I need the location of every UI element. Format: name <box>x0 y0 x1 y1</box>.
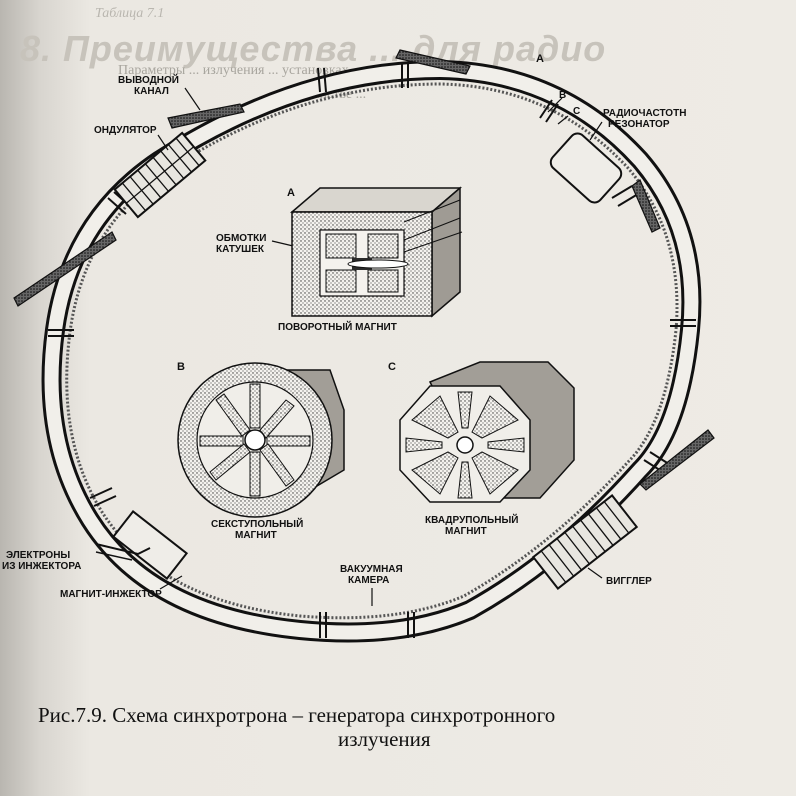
output-channel-label-2: КАНАЛ <box>134 86 169 97</box>
wiggler-label: ВИГГЛЕР <box>606 576 652 587</box>
rf-resonator <box>549 132 623 204</box>
point-b-label: B <box>559 90 566 101</box>
bending-magnet-inset <box>289 186 463 318</box>
sextupole-magnet-inset <box>177 362 345 518</box>
injector-magnet <box>95 510 189 580</box>
sextupole-label-2: МАГНИТ <box>235 530 277 541</box>
injector-magnet-label: МАГНИТ-ИНЖЕКТОР <box>60 589 162 600</box>
inset-a-label: A <box>287 187 295 199</box>
point-a-label: A <box>536 53 544 65</box>
rf-resonator-label: РАДИОЧАСТОТН <box>603 108 686 119</box>
quadrupole-label-2: МАГНИТ <box>445 526 487 537</box>
electrons-label-2: ИЗ ИНЖЕКТОРА <box>2 561 81 572</box>
beamlines <box>13 49 715 491</box>
inset-c-label: C <box>388 361 396 373</box>
output-channel-label: ВЫВОДНОЙ <box>118 73 179 86</box>
rf-resonator-label-2: РЕЗОНАТОР <box>608 119 670 130</box>
inset-b-label: B <box>177 361 185 373</box>
undulator-label: ОНДУЛЯТОР <box>94 125 157 136</box>
diagram-labels: ВЫВОДНОЙ КАНАЛ ОНДУЛЯТОР A B C РАДИОЧАСТ… <box>2 53 686 600</box>
background-table-header: Таблица 7.1 <box>95 6 165 21</box>
caption-line-2: излучения <box>338 727 431 751</box>
background-text-line: Параметры ... излучения ... установках <box>118 63 349 78</box>
vacuum-chamber-label: ВАКУУМНАЯ <box>340 564 403 575</box>
vacuum-chamber-label-2: КАМЕРА <box>348 575 389 586</box>
point-c-label: C <box>573 106 580 117</box>
caption-line-1: Рис.7.9. Схема синхротрона – генератора … <box>38 703 556 727</box>
electrons-label: ЭЛЕКТРОНЫ <box>6 550 70 561</box>
sextupole-label: СЕКСТУПОЛЬНЫЙ <box>211 517 303 530</box>
undulator <box>113 131 207 219</box>
quadrupole-label: КВАДРУПОЛЬНЫЙ <box>425 513 518 526</box>
quadrupole-magnet-inset <box>399 361 575 503</box>
coil-windings-label: ОБМОТКИ <box>216 233 266 244</box>
wiggler <box>531 494 639 590</box>
background-section-title: 8. Преимущества ... для радио <box>20 28 607 69</box>
bending-magnet-label: ПОВОРОТНЫЙ МАГНИТ <box>278 320 397 333</box>
figure-caption: Рис.7.9. Схема синхротрона – генератора … <box>38 703 678 751</box>
coil-windings-label-2: КАТУШЕК <box>216 244 265 255</box>
